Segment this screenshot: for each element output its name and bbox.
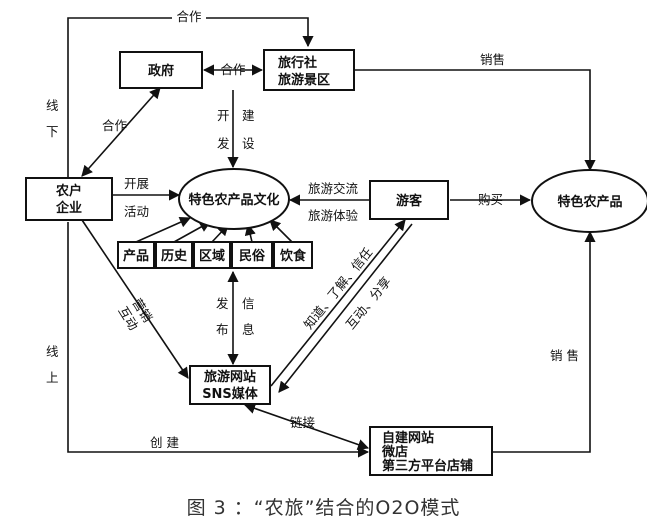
svg-text:设: 设 xyxy=(242,136,255,151)
edge-item-1 xyxy=(135,216,192,243)
label-carry-out: 开展 活动 xyxy=(124,176,149,219)
label-marketing: 营销 互动 xyxy=(115,296,155,333)
svg-text:旅游景区: 旅游景区 xyxy=(278,72,330,88)
node-own-store: 自建网站 微店 第三方平台店铺 xyxy=(369,426,493,476)
svg-text:游客: 游客 xyxy=(396,193,423,209)
svg-text:开: 开 xyxy=(217,108,230,123)
label-online: 线 上 xyxy=(46,344,59,385)
svg-text:SNS媒体: SNS媒体 xyxy=(202,386,259,402)
label-create: 创 建 xyxy=(150,435,179,450)
edge-item-5 xyxy=(269,219,293,243)
edge-sales-top xyxy=(355,69,596,172)
label-offline: 线 下 xyxy=(46,98,59,139)
node-tourism-site: 旅游网站 SNS媒体 xyxy=(189,365,271,405)
culture-item-history: 历史 xyxy=(155,241,193,269)
svg-text:旅行社: 旅行社 xyxy=(278,55,317,71)
svg-text:企业: 企业 xyxy=(55,200,82,216)
label-sales-right: 销 售 xyxy=(550,348,579,363)
svg-text:开展: 开展 xyxy=(124,176,149,191)
label-publish: 发 信 布 息 xyxy=(216,296,255,337)
svg-text:历史: 历史 xyxy=(161,248,188,264)
culture-items: 产品 历史 区域 民俗 饮食 xyxy=(117,241,313,269)
svg-text:区域: 区域 xyxy=(199,248,225,264)
svg-text:下: 下 xyxy=(46,124,59,139)
svg-text:民俗: 民俗 xyxy=(239,248,266,264)
svg-text:信: 信 xyxy=(242,296,255,311)
svg-text:政府: 政府 xyxy=(148,63,174,79)
node-farm-enterprise: 农户 企业 xyxy=(25,177,113,221)
svg-text:息: 息 xyxy=(242,322,255,337)
edge-know-trust xyxy=(270,219,406,387)
svg-text:活动: 活动 xyxy=(124,204,149,219)
label-link: 链接 xyxy=(290,415,316,430)
edge-sales-right xyxy=(492,230,596,453)
edge-item-2 xyxy=(173,221,211,243)
svg-text:第三方平台店铺: 第三方平台店铺 xyxy=(382,458,473,474)
svg-text:发: 发 xyxy=(216,296,229,311)
edge-interact-share xyxy=(278,223,413,393)
figure-caption: 图 3 ：“农旅”结合的O2O模式 xyxy=(186,497,461,519)
label-develop: 开 建 发 设 xyxy=(217,108,255,151)
svg-text:线: 线 xyxy=(46,98,59,113)
edge-top-cooperate xyxy=(67,17,314,178)
label-buy: 购买 xyxy=(478,192,503,207)
svg-text:农户: 农户 xyxy=(55,183,82,199)
culture-item-folk: 民俗 xyxy=(231,241,273,269)
edge-marketing xyxy=(81,219,189,379)
svg-text:旅游网站: 旅游网站 xyxy=(204,369,256,385)
label-top-cooperate: 合作 xyxy=(176,9,202,24)
edge-farm-gov xyxy=(81,87,161,177)
svg-text:微店: 微店 xyxy=(381,444,408,460)
label-sales-top: 销售 xyxy=(480,52,505,67)
o2o-diagram: 政府 旅行社 旅游景区 农户 企业 特色农产品文化 游客 特色农产品 产品 历史 xyxy=(25,8,647,476)
svg-text:上: 上 xyxy=(46,370,59,385)
label-exchange: 旅游交流 xyxy=(308,181,359,196)
svg-text:建: 建 xyxy=(242,108,255,123)
svg-text:发: 发 xyxy=(217,136,230,151)
edge-create xyxy=(67,222,370,458)
svg-text:线: 线 xyxy=(46,344,59,359)
node-culture: 特色农产品文化 xyxy=(178,168,290,230)
svg-text:布: 布 xyxy=(216,322,229,337)
svg-text:自建网站: 自建网站 xyxy=(382,430,434,446)
node-gov: 政府 xyxy=(119,51,203,89)
culture-item-product: 产品 xyxy=(117,241,155,269)
culture-item-region: 区域 xyxy=(193,241,231,269)
label-gov-cooperate: 合作 xyxy=(220,62,246,77)
svg-text:特色农产品文化: 特色农产品文化 xyxy=(188,192,279,208)
svg-text:产品: 产品 xyxy=(123,248,149,264)
svg-text:特色农产品: 特色农产品 xyxy=(557,194,622,210)
label-farm-gov-cooperate: 合作 xyxy=(102,118,128,133)
edge-link xyxy=(243,403,370,450)
label-experience: 旅游体验 xyxy=(308,208,359,223)
node-tourist: 游客 xyxy=(369,180,449,220)
svg-text:饮食: 饮食 xyxy=(279,248,307,264)
node-travel-agency: 旅行社 旅游景区 xyxy=(263,49,355,91)
culture-item-food: 饮食 xyxy=(273,241,313,269)
node-product: 特色农产品 xyxy=(531,169,647,233)
